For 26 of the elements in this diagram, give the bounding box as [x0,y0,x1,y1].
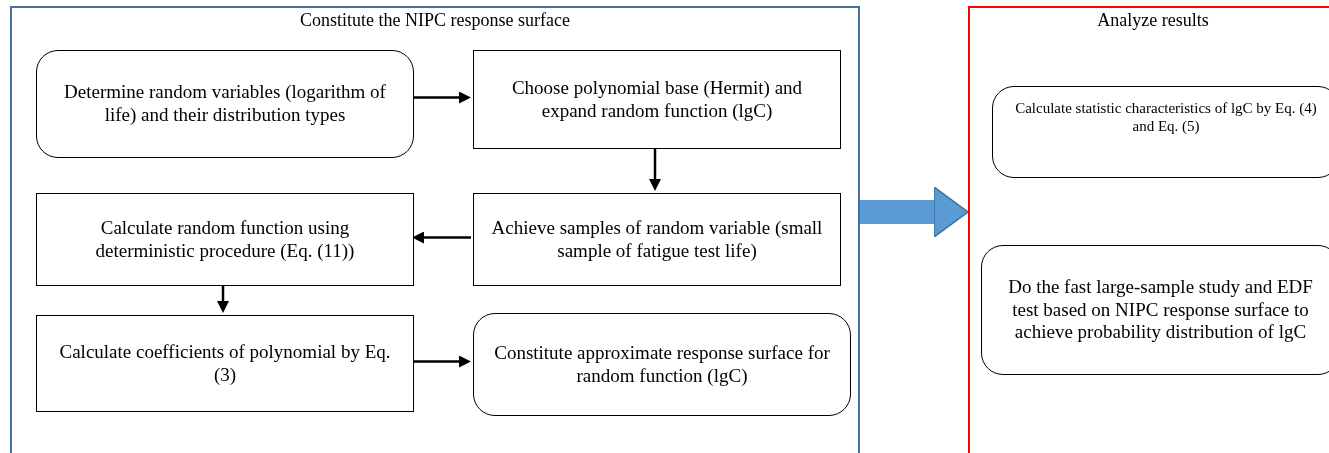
rounded-process-box [992,86,1329,178]
group-frame [10,6,860,453]
group-frame [968,6,1329,453]
process-box [473,50,841,149]
rounded-process-box [473,313,851,416]
arrow [649,147,661,191]
box-text: Determine random variables (logarithm of life) and their distribution types [63,81,387,127]
block-arrow [860,186,969,238]
box-text: Do the fast large-sample study and EDF test based on NIPC response surface to achieve probability distribution of lgC [1007,275,1314,345]
box-text: Achieve samples of random variable (small sample of fatigue test life) [490,216,824,263]
group-title: Constitute the NIPC response surface [300,10,570,30]
process-box [36,315,414,412]
rounded-process-box [36,50,414,158]
group-title: Analyze results [1097,10,1209,30]
arrow [217,284,229,313]
arrow [412,91,471,104]
box-text: Choose polynomial base (Hermit) and expand random function (lgC) [510,76,804,123]
box-text: Calculate coefficients of polynomial by Eq. (3) [58,340,392,387]
box-text: Calculate statistic characteristics of lgC by Eq. (4) and Eq. (5) [1014,99,1318,135]
process-box [473,193,841,286]
box-text: Calculate random function using deterministic procedure (Eq. (11)) [94,216,356,263]
process-box [36,193,414,286]
rounded-process-box [981,245,1329,375]
box-text: Constitute approximate response surface for random function (lgC) [493,341,831,388]
arrow [412,355,471,368]
arrow [412,231,471,244]
